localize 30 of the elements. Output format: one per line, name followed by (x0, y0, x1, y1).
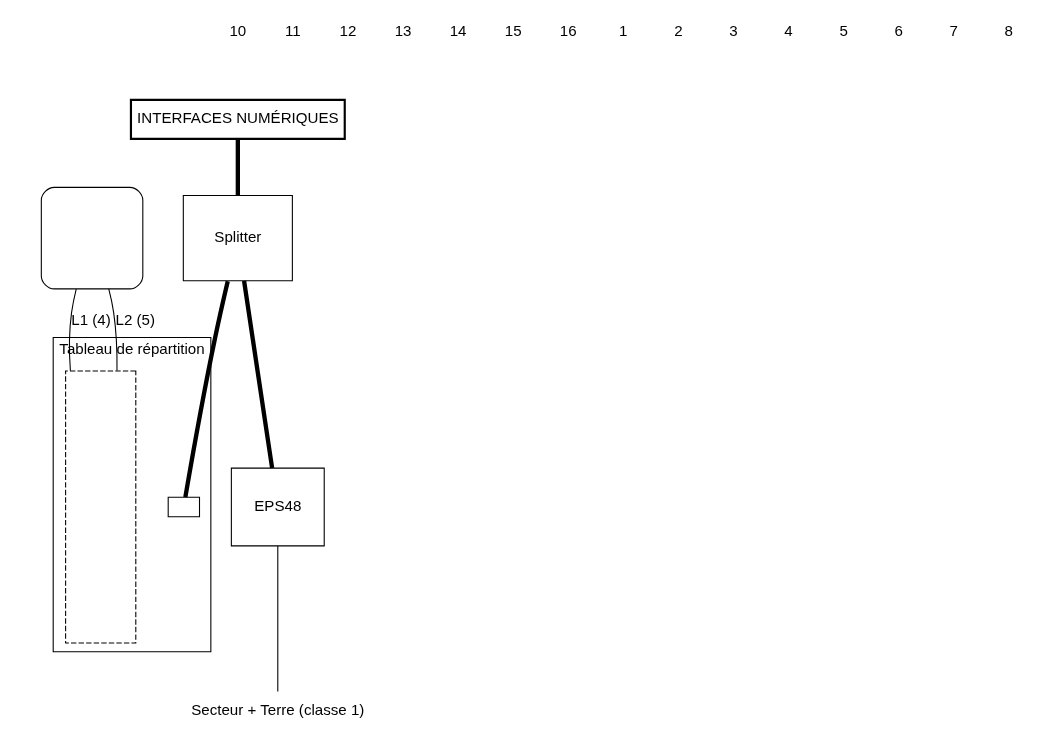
node-box: INTERFACES NUMÉRIQUES (129, 98, 346, 140)
label: 16 (559, 21, 577, 39)
label: 14 (449, 21, 467, 39)
label: 3 (729, 21, 738, 39)
label: 12 (339, 21, 357, 39)
node-box (167, 496, 201, 518)
node-box: EPS48 (230, 467, 325, 547)
node-box (65, 370, 137, 644)
label: 10 (229, 21, 247, 39)
label: 4 (784, 21, 793, 39)
connector (277, 545, 279, 693)
label: 7 (949, 21, 958, 39)
label: 15 (504, 21, 522, 39)
label: 5 (839, 21, 848, 39)
edge-label: L2 (5) (115, 310, 155, 328)
label: 11 (285, 21, 301, 39)
connector (241, 280, 275, 469)
node-box (40, 186, 144, 290)
connector (108, 288, 118, 372)
label: 6 (894, 21, 903, 39)
label: 13 (394, 21, 412, 39)
connector (183, 280, 230, 498)
node-box: Splitter (182, 194, 293, 282)
label: 1 (619, 21, 628, 39)
node-text: Secteur + Terre (classe 1) (191, 701, 365, 719)
edge-label: L1 (4) (71, 310, 111, 328)
connector (68, 288, 77, 372)
connector (235, 139, 240, 196)
label: 8 (1004, 21, 1014, 39)
label: 2 (674, 21, 683, 39)
